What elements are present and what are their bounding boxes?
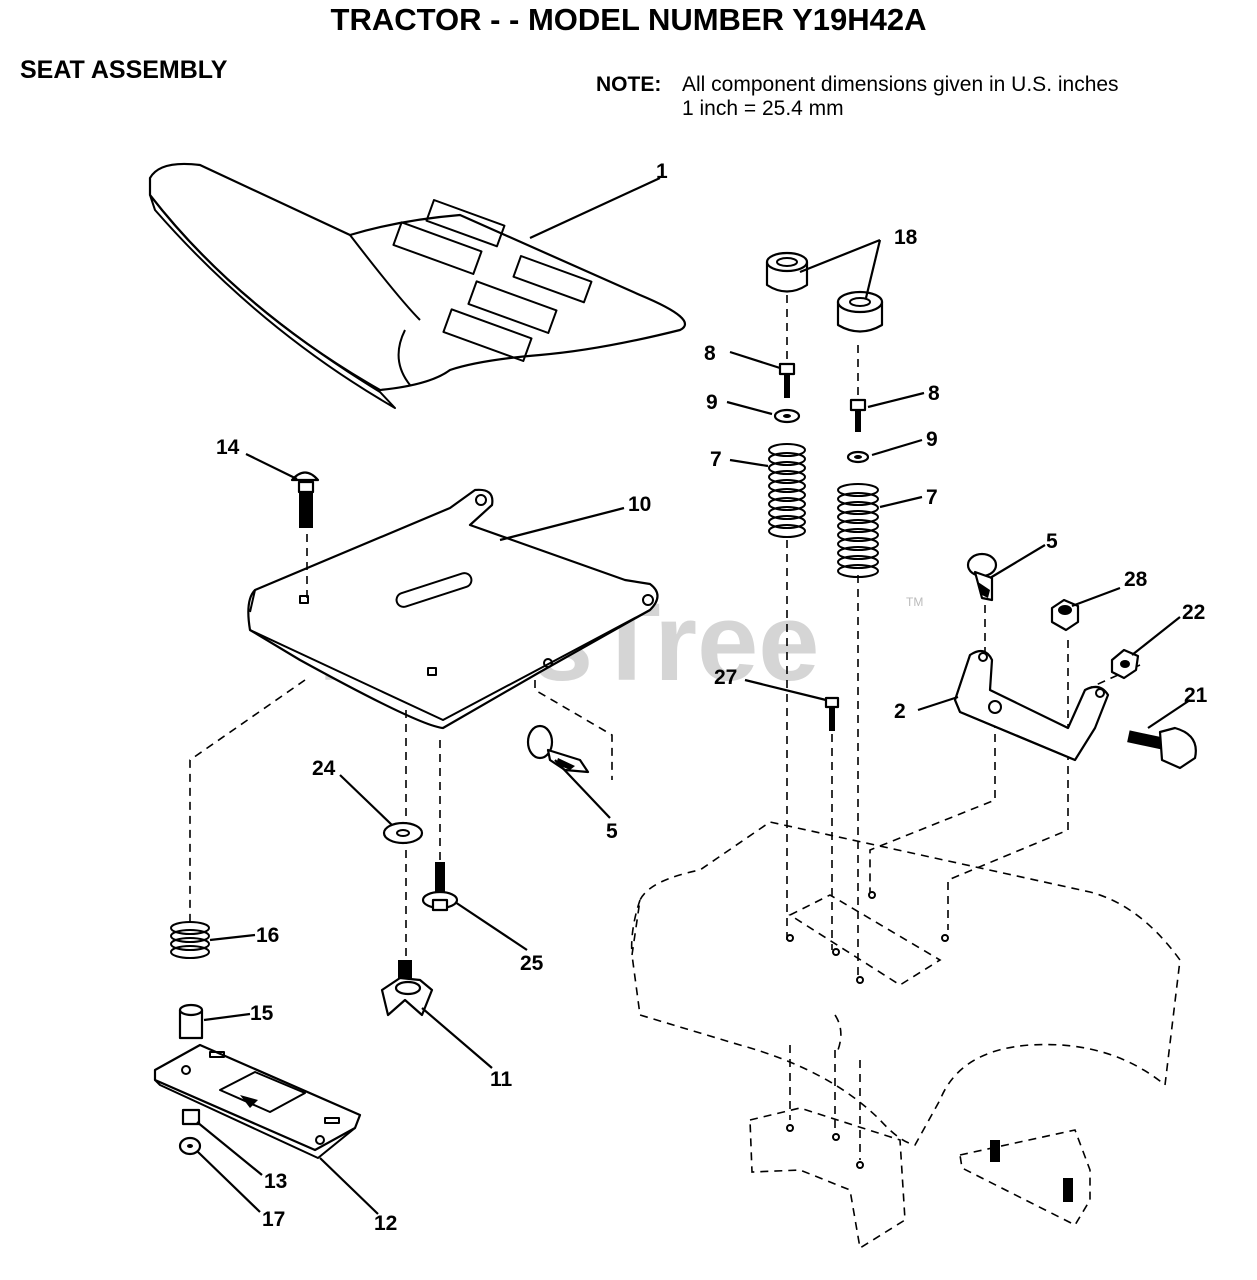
callout-27: 27 [714, 666, 737, 689]
note-line-2: 1 inch = 25.4 mm [682, 97, 844, 120]
leader-lines [196, 177, 1191, 1215]
seat [148, 162, 687, 409]
callout-25: 25 [520, 952, 544, 975]
shoulder-bolt [849, 398, 867, 432]
spring [768, 443, 806, 538]
watermark-tm: TM [906, 595, 923, 609]
callout-10: 10 [628, 493, 651, 516]
page-title: TRACTOR - - MODEL NUMBER Y19H42A [330, 2, 927, 37]
callout-17: 17 [262, 1208, 285, 1231]
nut [181, 1108, 201, 1126]
cable-clip [526, 724, 590, 774]
callout-22: 22 [1182, 601, 1205, 624]
dimension-note: NOTE: All component dimensions given in U… [596, 73, 1119, 121]
callout-2: 2 [894, 700, 906, 723]
mounting-bracket [953, 649, 1110, 762]
tractor-fender [630, 821, 1181, 1250]
seat-slide-plate [153, 1043, 362, 1159]
callout-28: 28 [1124, 568, 1148, 591]
cable-clip [966, 552, 998, 602]
callout-9: 9 [926, 428, 938, 451]
callout-15: 15 [250, 1002, 274, 1025]
callout-12: 12 [374, 1212, 397, 1235]
note-line-1: All component dimensions given in U.S. i… [682, 73, 1119, 96]
callout-24: 24 [312, 757, 336, 780]
callout-8: 8 [928, 382, 940, 405]
shoulder-bolt [778, 362, 796, 398]
hex-nut [1050, 598, 1080, 632]
bushing [836, 290, 884, 333]
washer [773, 408, 801, 424]
bushing [765, 251, 809, 293]
callout-5: 5 [606, 820, 618, 843]
callout-11: 11 [490, 1068, 513, 1091]
shoulder-screw [421, 862, 459, 912]
washer [178, 1136, 202, 1156]
callout-7: 7 [926, 486, 938, 509]
fender-bolt [990, 1140, 1073, 1202]
callout-8: 8 [704, 342, 716, 365]
callout-21: 21 [1184, 684, 1208, 707]
callout-7: 7 [710, 448, 722, 471]
flat-washer [382, 821, 424, 845]
hex-bolt [824, 696, 840, 731]
callout-5: 5 [1046, 530, 1058, 553]
assembly-lines [189, 295, 1141, 1160]
washer [846, 450, 870, 464]
adjustment-knob [380, 960, 434, 1017]
lock-nut [1110, 648, 1140, 680]
carriage-bolt [290, 471, 320, 528]
callout-labels: 1 18 8 8 9 9 7 7 14 10 5 28 22 27 2 21 5… [216, 160, 1208, 1235]
callout-18: 18 [894, 226, 918, 249]
spring [837, 483, 879, 578]
note-label: NOTE: [596, 73, 662, 96]
callout-14: 14 [216, 436, 240, 459]
seat-pan [247, 488, 659, 730]
compression-spring [170, 921, 210, 959]
spacer [178, 1003, 204, 1040]
callout-1: 1 [656, 160, 668, 183]
callout-9: 9 [706, 391, 718, 414]
callout-16: 16 [256, 924, 279, 947]
adjuster-bolt [1127, 726, 1197, 770]
section-title: SEAT ASSEMBLY [20, 56, 228, 84]
callout-13: 13 [264, 1170, 287, 1193]
